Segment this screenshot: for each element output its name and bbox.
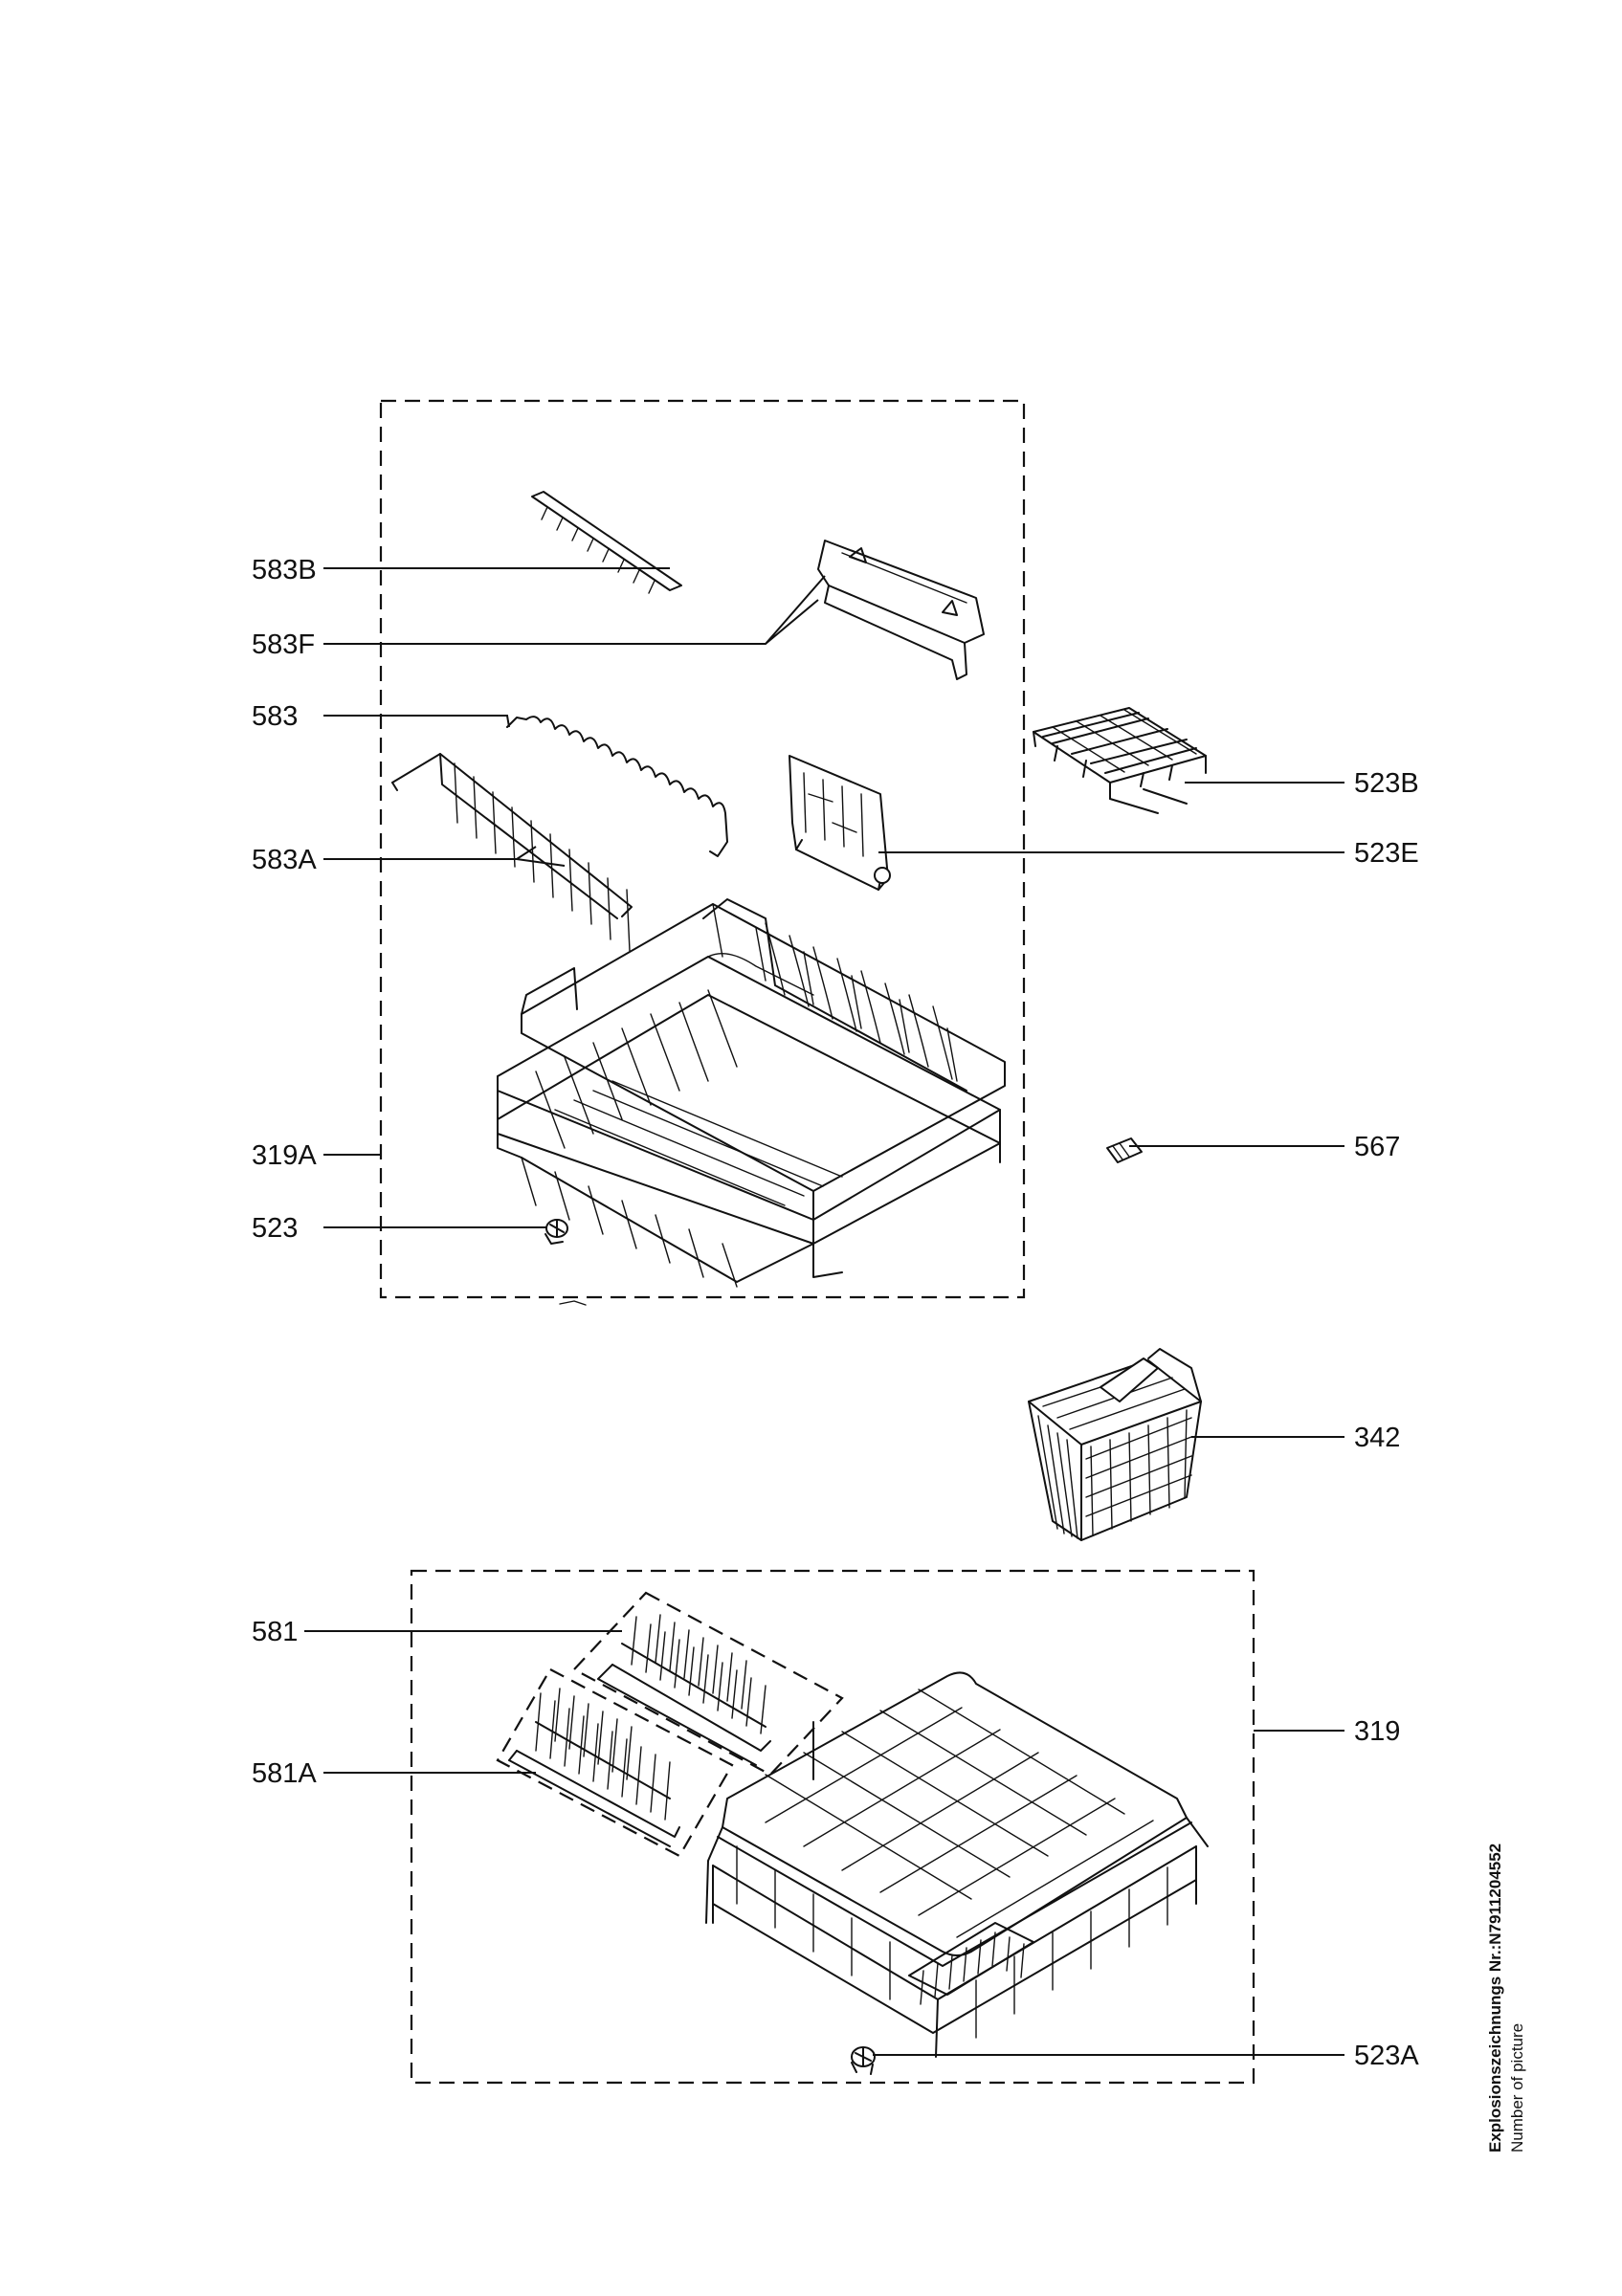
lower-basket-group-box: [410, 1569, 1255, 2085]
label-523e: 523E: [1354, 838, 1419, 869]
part-523b-folding-rack: [1033, 707, 1207, 814]
label-319: 319: [1354, 1716, 1400, 1747]
caption-drawing-number: Explosionszeichnungs Nr.:N7911204552: [1486, 1843, 1504, 2152]
label-583f: 583F: [252, 629, 315, 660]
part-319a-upper-basket: [497, 898, 1006, 1288]
part-583b-tine-strip: [531, 491, 682, 594]
leader-583: [323, 715, 510, 728]
part-583f-handle: [817, 540, 985, 680]
label-583a: 583A: [252, 845, 317, 875]
label-583: 583: [252, 701, 298, 732]
part-342-cutlery-basket: [1028, 1348, 1202, 1541]
label-523b: 523B: [1354, 768, 1419, 799]
label-523a: 523A: [1354, 2041, 1419, 2071]
part-581a-tine-insert: [496, 1667, 734, 1858]
caption-number-of-picture: Number of picture: [1508, 2023, 1526, 2152]
part-523a-wheel: [851, 2046, 876, 2075]
part-523-wheel: [544, 1219, 568, 1245]
leader-583f: [323, 575, 826, 645]
leader-lines: [304, 567, 1344, 2056]
label-581: 581: [252, 1617, 298, 1647]
leader-583a: [323, 846, 566, 867]
picture-number-caption: Explosionszeichnungs Nr.:N7911204552 Num…: [1486, 1843, 1526, 2152]
part-583-wavy-rod: [506, 716, 728, 857]
label-319a: 319A: [252, 1140, 317, 1171]
part-523e-side-panel: [789, 755, 891, 891]
part-581-tine-insert: [572, 1591, 844, 1777]
label-342: 342: [1354, 1423, 1400, 1453]
part-319-lower-basket: [705, 1671, 1209, 2058]
mark-below-upper-box: [559, 1300, 587, 1306]
label-567: 567: [1354, 1132, 1400, 1162]
part-567-clip: [1106, 1137, 1143, 1163]
part-583a-tine-row: [391, 753, 633, 952]
label-581a: 581A: [252, 1758, 317, 1789]
upper-basket-group-box: [379, 399, 1026, 1299]
label-523: 523: [252, 1213, 298, 1244]
label-583b: 583B: [252, 555, 317, 585]
